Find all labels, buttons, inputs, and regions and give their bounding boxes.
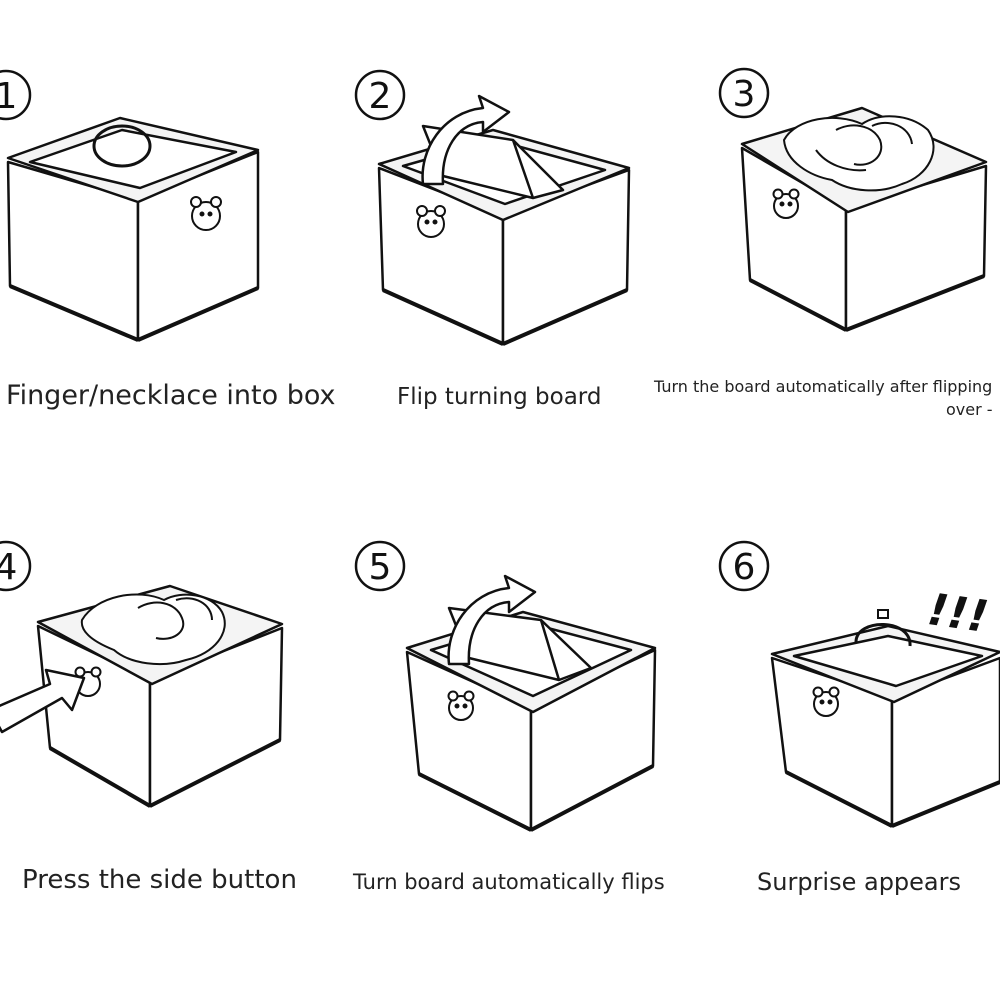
step-number-circle	[354, 69, 406, 121]
step-number: 1	[0, 76, 17, 117]
step-2-illustration: 2	[354, 69, 631, 346]
press-arrow-icon	[0, 668, 86, 734]
rose-icon	[782, 115, 935, 192]
step-2-panel: 2 Flip turning board	[333, 0, 666, 440]
bear-button-icon	[772, 188, 800, 219]
step-1-panel: 1 Finger/necklace into box	[0, 0, 336, 440]
step-4-panel: 4 Press the side button	[0, 470, 333, 910]
step-3-illustration: 3	[718, 67, 988, 332]
step-number: 4	[0, 547, 17, 588]
ring-icon	[92, 124, 152, 168]
bear-button-icon	[74, 666, 102, 697]
step-caption: Turn board automatically flips	[353, 870, 665, 894]
step-caption: Turn the board automatically after flipp…	[654, 377, 993, 396]
step-5-illustration: 5	[354, 540, 657, 832]
gift-box	[770, 624, 1000, 828]
bear-button-icon	[190, 196, 222, 231]
ring-gem-icon	[877, 609, 889, 619]
bear-button-icon	[812, 686, 840, 717]
flip-arrow-icon	[421, 94, 511, 186]
step-caption-line-2: over -	[946, 400, 993, 419]
step-number-circle	[718, 67, 770, 119]
step-6-illustration: 6 !!!	[718, 540, 1000, 828]
step-number: 5	[369, 547, 392, 588]
box-opening	[28, 128, 238, 190]
rose-icon	[80, 593, 226, 666]
step-caption: Press the side button	[22, 865, 297, 895]
step-number-circle	[0, 540, 32, 592]
step-number: 3	[733, 74, 756, 115]
step-4-illustration: 4	[0, 540, 284, 808]
step-number-circle	[0, 69, 32, 121]
step-number-circle	[354, 540, 406, 592]
bear-button-icon	[416, 205, 446, 238]
step-number: 6	[733, 547, 756, 588]
step-caption: Flip turning board	[397, 384, 602, 410]
step-3-panel: 3 Turn the board automatically after fli…	[654, 0, 999, 440]
flip-arrow-icon	[447, 574, 537, 666]
bear-button-icon	[447, 690, 475, 721]
step-number-circle	[718, 540, 770, 592]
gift-box	[6, 116, 260, 342]
step-number: 2	[369, 76, 392, 117]
step-caption: Surprise appears	[757, 868, 961, 896]
box-opening	[792, 634, 984, 688]
surprise-exclaim: !!!	[925, 584, 992, 643]
step-caption: Finger/necklace into box	[6, 380, 336, 411]
box-side	[890, 656, 1000, 828]
ring-icon	[854, 623, 912, 647]
step-5-panel: 5 Turn board automatically flips	[333, 470, 666, 910]
step-6-panel: 6 !!! Surprise appears	[666, 470, 1000, 910]
step-1-illustration: 1	[0, 69, 260, 342]
